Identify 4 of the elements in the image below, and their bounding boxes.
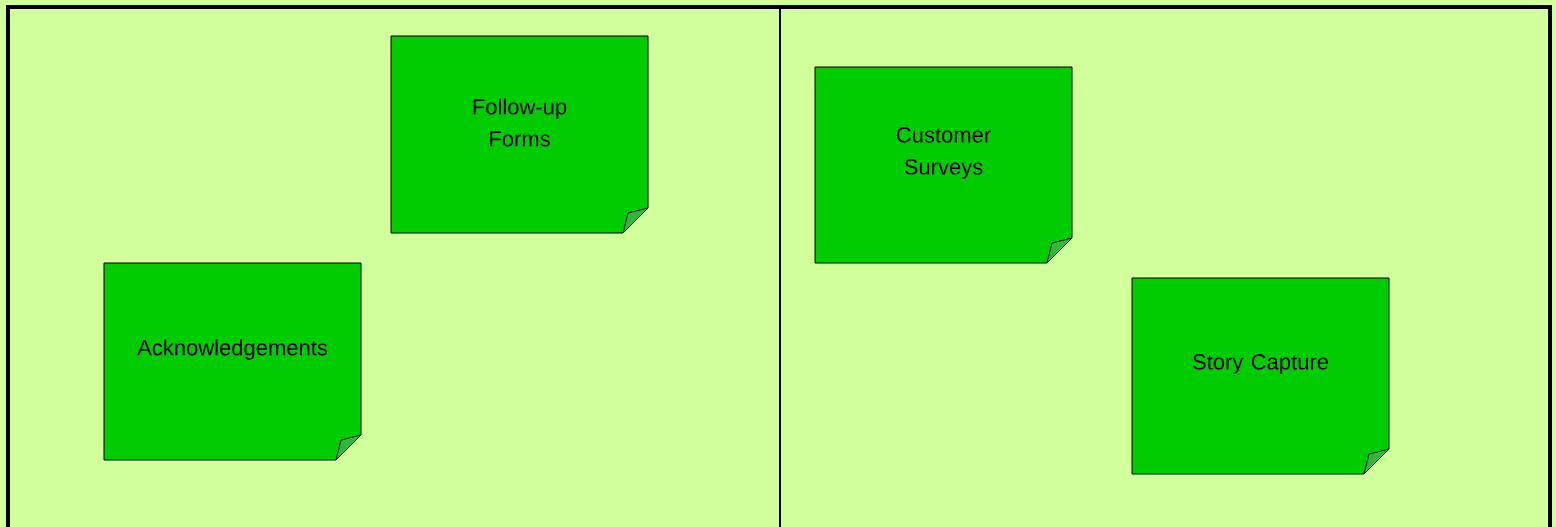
- sticky-note: Story Capture: [1131, 277, 1390, 475]
- sticky-note: Follow-up Forms: [390, 35, 649, 234]
- sticky-note: Customer Surveys: [814, 66, 1073, 264]
- sticky-note: Acknowledgements: [103, 262, 362, 461]
